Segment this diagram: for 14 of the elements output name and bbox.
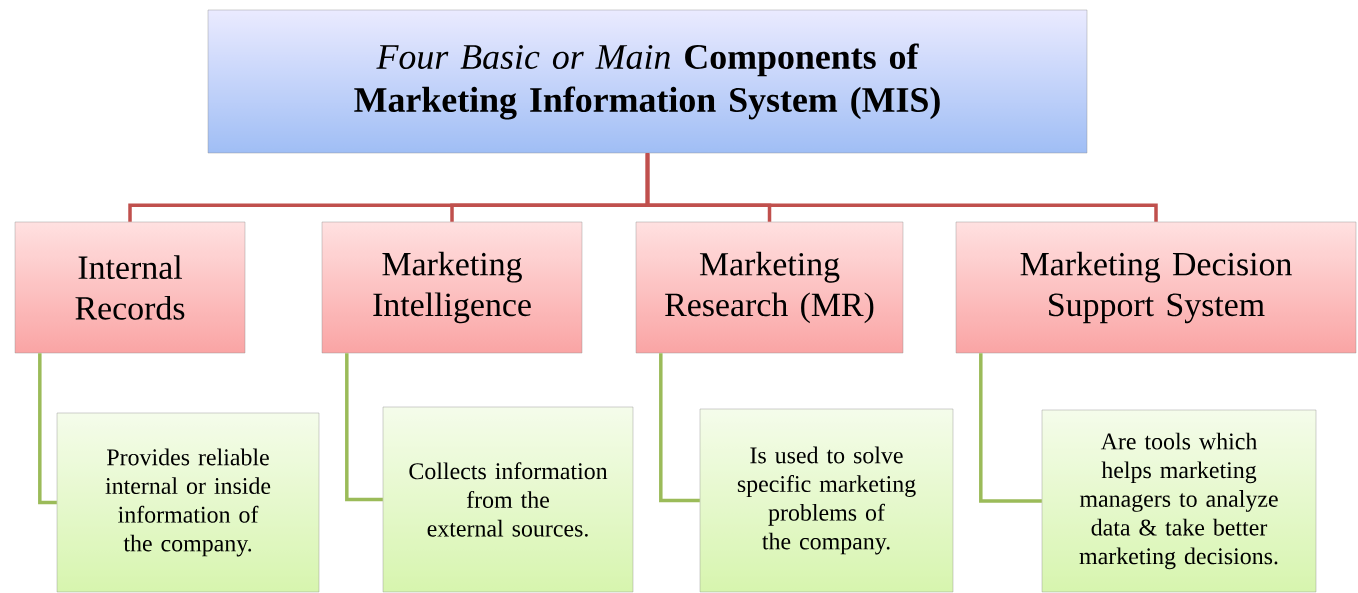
- description-box: Collects information from the external sources.: [382, 406, 634, 593]
- description-box: Are tools which helps marketing managers to analyze data & take better marketing decisions.: [1041, 409, 1317, 593]
- connector-line: [38, 353, 57, 505]
- component-box: Marketing Intelligence: [321, 221, 583, 354]
- component-box: Marketing Decision Support System: [955, 221, 1357, 354]
- description-box: Provides reliable internal or inside information of the company.: [56, 412, 320, 593]
- top-heading-box: Four Basic or Main Components of Marketing Information System (MIS): [207, 9, 1088, 154]
- description-box: Is used to solve specific marketing problems of the company.: [699, 408, 954, 593]
- connector-line: [659, 353, 700, 503]
- connector-line: [979, 353, 1042, 503]
- component-box: Internal Records: [14, 221, 246, 354]
- component-box: Marketing Research (MR): [635, 221, 904, 354]
- connector-line: [645, 153, 1158, 222]
- connector-line: [345, 353, 383, 502]
